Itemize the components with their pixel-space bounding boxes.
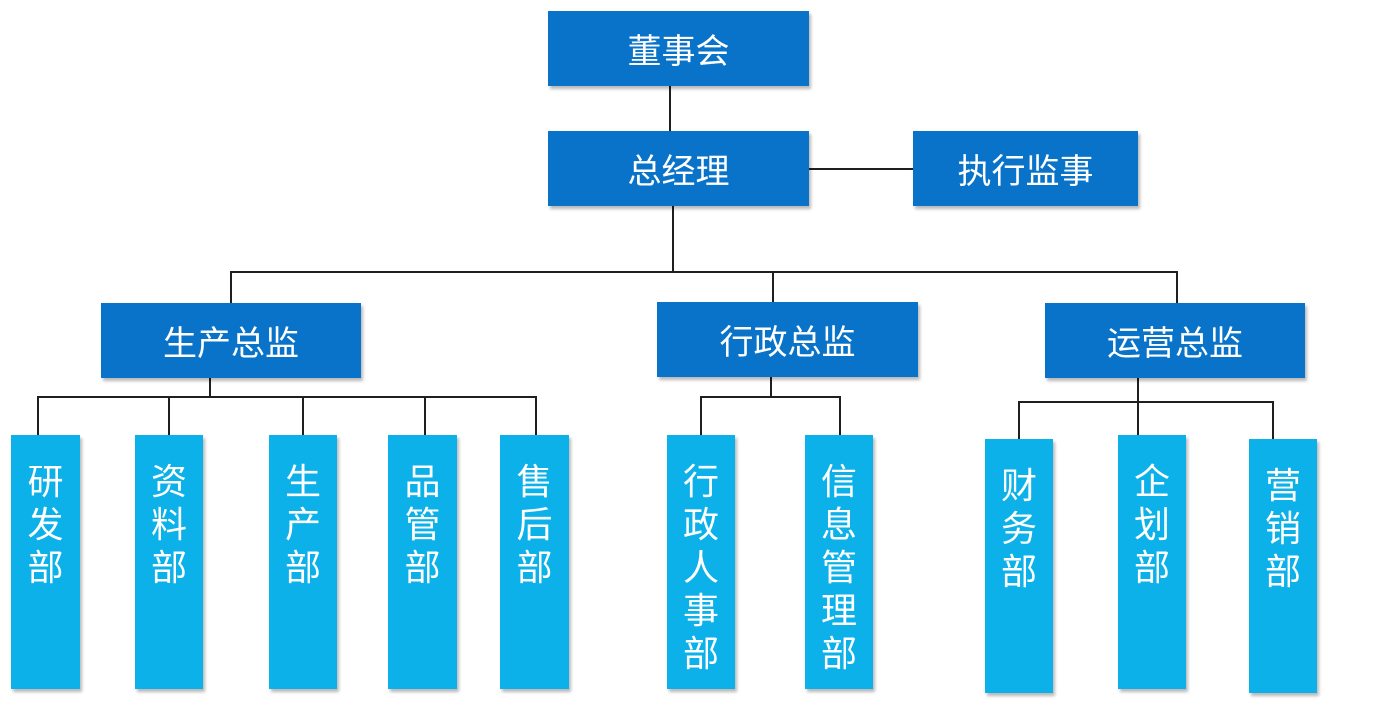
connector-production-trunk	[209, 377, 211, 397]
connector-admin-drop-1	[700, 396, 702, 436]
department-label: 研发部	[27, 462, 64, 589]
department-box-quality: 品管部	[388, 435, 457, 689]
department-box-production: 生产部	[269, 435, 337, 689]
connector-admin-drop-2	[839, 396, 841, 436]
department-label: 企划部	[1133, 462, 1170, 589]
connector-admin-trunk	[770, 376, 772, 398]
connector-bus-admin	[772, 271, 774, 303]
operations-director-label: 运营总监	[1107, 324, 1243, 364]
department-label: 资料部	[150, 462, 187, 589]
department-box-documents: 资料部	[135, 435, 203, 689]
department-box-planning: 企划部	[1118, 435, 1186, 689]
connector-bus-operations	[1176, 271, 1178, 304]
supervisor-box: 执行监事	[913, 131, 1138, 206]
connector-production-drop-5	[535, 396, 537, 436]
general-manager-label: 总经理	[627, 152, 730, 192]
department-box-marketing: 营销部	[1249, 439, 1317, 693]
department-box-finance: 财务部	[985, 439, 1053, 693]
connector-production-drop-4	[424, 396, 426, 436]
production-director-label: 生产总监	[163, 324, 299, 364]
department-label: 财务部	[1000, 466, 1037, 593]
connector-operations-bus	[1018, 401, 1274, 403]
department-label: 品管部	[404, 462, 441, 589]
admin-director-box: 行政总监	[657, 302, 918, 377]
operations-director-box: 运营总监	[1045, 303, 1305, 378]
connector-operations-drop-2	[1137, 401, 1139, 436]
board-label: 董事会	[627, 32, 730, 72]
connector-admin-bus	[700, 396, 841, 398]
connector-gm-supervisor	[808, 168, 914, 170]
connector-production-drop-3	[302, 396, 304, 436]
connector-operations-drop-1	[1018, 401, 1020, 440]
connector-bus-production	[230, 271, 232, 304]
board-box: 董事会	[548, 11, 809, 86]
department-label: 生产部	[284, 462, 321, 589]
connector-production-bus	[37, 396, 537, 398]
supervisor-label: 执行监事	[957, 152, 1094, 192]
connector-production-drop-1	[37, 396, 39, 436]
connector-operations-drop-3	[1272, 401, 1274, 440]
connector-production-drop-2	[168, 396, 170, 436]
general-manager-box: 总经理	[548, 131, 809, 206]
department-label: 营销部	[1264, 466, 1301, 593]
production-director-box: 生产总监	[101, 303, 361, 378]
department-box-it: 信息管理部	[805, 435, 873, 689]
department-box-rnd: 研发部	[11, 435, 80, 689]
department-box-hr: 行政人事部	[667, 435, 735, 689]
admin-director-label: 行政总监	[719, 323, 856, 363]
department-label: 售后部	[516, 462, 553, 589]
connector-directors-bus	[230, 271, 1178, 273]
connector-board-gm	[669, 85, 671, 132]
connector-gm-trunk	[672, 205, 674, 272]
department-label: 信息管理部	[820, 462, 857, 675]
department-box-after-sales: 售后部	[500, 435, 569, 689]
connector-operations-trunk	[1137, 377, 1139, 403]
department-label: 行政人事部	[682, 462, 719, 675]
